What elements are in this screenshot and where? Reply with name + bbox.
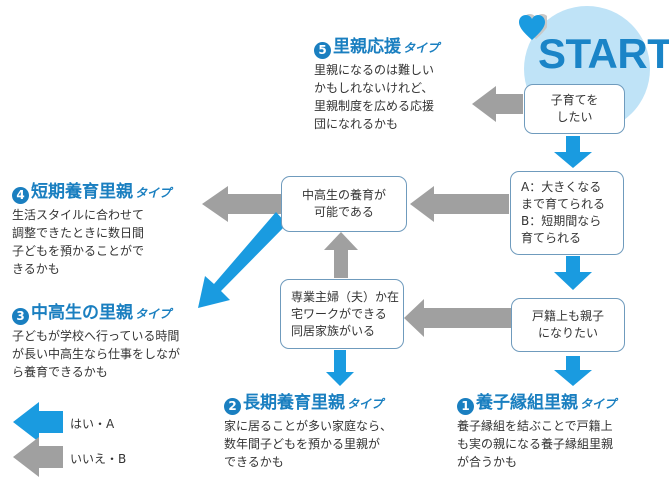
result-type2-title: 2 長期養育里親 タイプ [224, 392, 392, 415]
result-type3-name: 中高生の里親 [31, 303, 133, 323]
result-type2-suffix: タイプ [347, 397, 384, 411]
node-teen-possible: 中高生の養育が 可能である [281, 176, 407, 232]
result-type2-name: 長期養育里親 [243, 393, 345, 413]
arrow-no-to-type5 [472, 86, 523, 122]
legend-yes-arrow [13, 402, 63, 442]
result-type5-name: 里親応援 [333, 37, 401, 57]
result-type4-title: 4 短期養育里親 タイプ [12, 181, 171, 204]
result-type2-desc: 家に居ることが多い家庭なら、 数年間子どもを預かる里親が できるかも [224, 419, 393, 469]
result-type1: 1 養子縁組里親 タイプ 養子縁組を結ぶことで戸籍上 も実の親になる養子縁組里親… [457, 392, 616, 471]
node-want-to-raise-text: 子育てを したい [550, 93, 599, 124]
node-family-register: 戸籍上も親子 になりたい [511, 298, 625, 352]
result-type4-number: 4 [12, 186, 29, 204]
result-type4-name: 短期養育里親 [31, 182, 133, 202]
start-label: START [538, 30, 669, 77]
result-type4: 4 短期養育里親 タイプ 生活スタイルに合わせて 調整できたときに数日間 子ども… [12, 181, 171, 278]
result-type3-number: 3 [12, 307, 29, 325]
result-type5-title: 5 里親応援 タイプ [314, 36, 439, 59]
result-type5-suffix: タイプ [403, 41, 440, 55]
result-type2: 2 長期養育里親 タイプ 家に居ることが多い家庭なら、 数年間子どもを預かる里親… [224, 392, 392, 471]
arrow-yes-to-raise-until [554, 136, 592, 168]
node-homemaker-text: 専業主婦（夫）か在 宅ワークができる 同居家族がいる [291, 289, 400, 338]
arrow-no-to-homemaker [404, 299, 511, 337]
result-type3: 3 中高生の里親 タイプ 子どもが学校へ行っている時間 が長い中高生なら仕事をし… [12, 302, 180, 381]
arrow-a-to-family-register [554, 256, 592, 290]
node-want-to-raise: 子育てを したい [524, 84, 625, 134]
result-type1-suffix: タイプ [580, 397, 617, 411]
result-type4-desc: 生活スタイルに合わせて 調整できたときに数日間 子どもを預かることがで きるかも [12, 208, 145, 276]
result-type1-title: 1 養子縁組里親 タイプ [457, 392, 616, 415]
node-raise-until-text: A：大きくなる まで育てられる B：短期間なら 育てられる [521, 180, 606, 245]
node-teen-possible-text: 中高生の養育が 可能である [301, 188, 386, 219]
arrow-yes-to-type3 [198, 212, 287, 308]
result-type1-desc: 養子縁組を結ぶことで戸籍上 も実の親になる養子縁組里親 が合うかも [457, 419, 614, 469]
heart-icon [519, 14, 547, 40]
result-type5-number: 5 [314, 41, 331, 59]
legend-yes-label: はい・A [70, 417, 115, 431]
legend-no-arrow [13, 437, 63, 477]
result-type2-number: 2 [224, 397, 241, 415]
result-type3-title: 3 中高生の里親 タイプ [12, 302, 180, 325]
node-family-register-text: 戸籍上も親子 になりたい [531, 309, 604, 340]
arrow-yes-to-type1 [554, 356, 592, 386]
result-type3-suffix: タイプ [135, 307, 172, 321]
node-homemaker: 専業主婦（夫）か在 宅ワークができる 同居家族がいる [280, 279, 404, 349]
result-type5-desc: 里親になるのは難しい かもしれないけれど、 里親制度を広める応援 団になれるかも [314, 63, 435, 131]
arrow-no-to-teen [324, 232, 358, 278]
arrow-b-to-teen [410, 186, 509, 222]
result-type1-name: 養子縁組里親 [476, 393, 578, 413]
arrow-no-to-type4 [202, 186, 281, 222]
node-raise-until: A：大きくなる まで育てられる B：短期間なら 育てられる [510, 171, 624, 255]
arrow-yes-to-type2 [326, 350, 354, 386]
legend-no-label: いいえ・B [70, 452, 127, 466]
result-type3-desc: 子どもが学校へ行っている時間 が長い中高生なら仕事をしなが ら養育できるかも [12, 329, 181, 379]
result-type4-suffix: タイプ [135, 186, 172, 200]
result-type5: 5 里親応援 タイプ 里親になるのは難しい かもしれないけれど、 里親制度を広め… [314, 36, 439, 133]
result-type1-number: 1 [457, 397, 474, 415]
